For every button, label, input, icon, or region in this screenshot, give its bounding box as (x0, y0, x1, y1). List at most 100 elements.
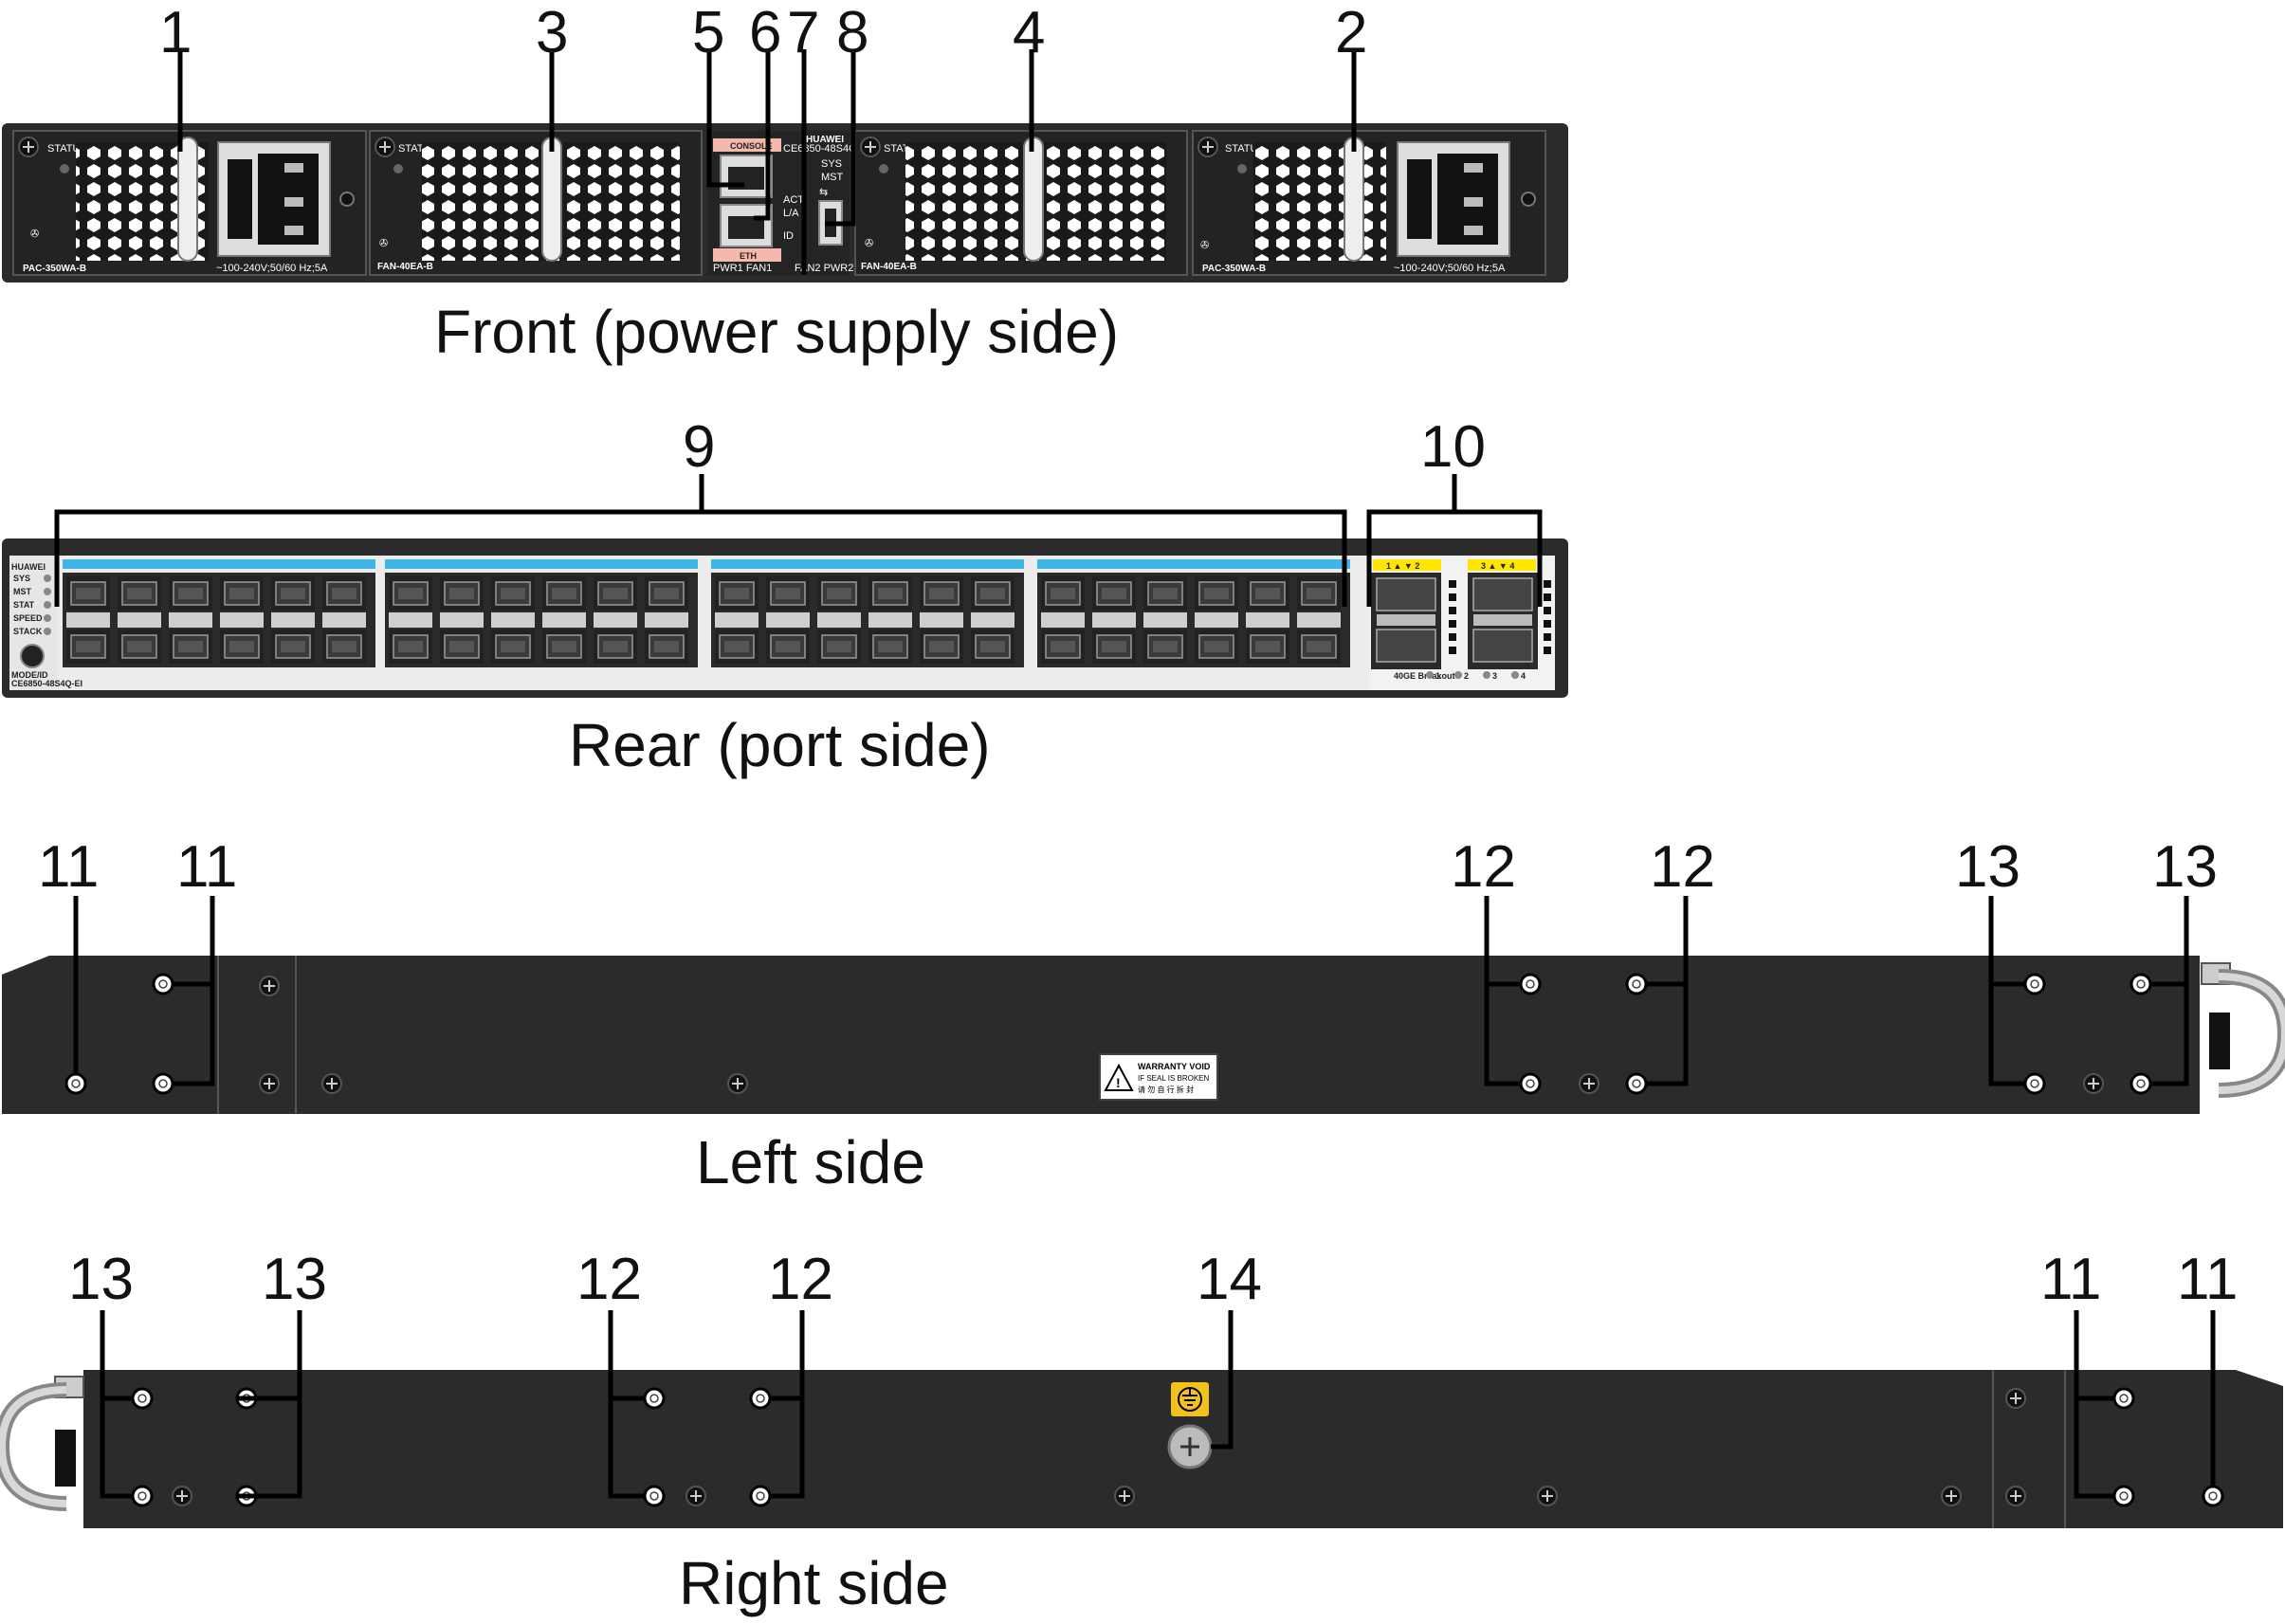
sfp-port-12[interactable] (321, 629, 367, 665)
sfp-port-11[interactable] (321, 575, 367, 611)
sfp-port-34[interactable] (919, 629, 964, 665)
mount-hole-12b-bottom (1625, 1072, 1648, 1095)
psu2-handle[interactable] (1344, 137, 1364, 262)
fan4-handle[interactable] (1023, 137, 1044, 262)
sfp-port-46[interactable] (1245, 629, 1290, 665)
sfp-port-9[interactable] (270, 575, 316, 611)
breakout-num-1: 1 (1435, 671, 1440, 681)
screw-icon (1114, 1486, 1135, 1506)
sfp-port-29[interactable] (816, 575, 862, 611)
sfp-port-6[interactable] (168, 629, 213, 665)
mode-id-label: MODE/ID (11, 670, 48, 680)
sfp-port-5[interactable] (168, 575, 213, 611)
sfp-port-21[interactable] (593, 575, 638, 611)
callout-12: 12 (1451, 834, 1516, 900)
fan3-model-label: FAN-40EA-B (377, 262, 433, 272)
sfp-port-4[interactable] (117, 629, 162, 665)
qsfp-port-4[interactable] (1472, 629, 1533, 663)
mst-led-label: MST (821, 172, 844, 183)
sfp-port-24[interactable] (644, 629, 689, 665)
callout-11: 11 (2040, 1247, 2101, 1312)
sfp-port-7[interactable] (219, 575, 265, 611)
sfp-port-2[interactable] (65, 629, 111, 665)
left-side-view: ! WARRANTY VOID IF SEAL IS BROKEN 请 勿 自 … (2, 834, 2285, 1196)
sfp-port-48[interactable] (1296, 629, 1342, 665)
port-link-led-strip (594, 612, 637, 628)
sfp-port-30[interactable] (816, 629, 862, 665)
sfp-port-45[interactable] (1245, 575, 1290, 611)
qsfp-header-left (1373, 559, 1441, 571)
power-supply-1: STATUS ✇ PAC-350WA-B ~100-240V;50/60 Hz;… (12, 130, 367, 276)
mount-hole-13b-bottom (2130, 1072, 2152, 1095)
brand-label: HUAWEI (806, 135, 844, 145)
sfp-port-18[interactable] (490, 629, 536, 665)
mount-hole-12b-bottom (749, 1485, 772, 1507)
sfp-port-39[interactable] (1091, 575, 1137, 611)
sfp-port-8[interactable] (219, 629, 265, 665)
sfp-port-19[interactable] (541, 575, 587, 611)
sfp-port-10[interactable] (270, 629, 316, 665)
sfp-port-25[interactable] (714, 575, 759, 611)
sfp-port-47[interactable] (1296, 575, 1342, 611)
psu2-rating-label: ~100-240V;50/60 Hz;5A (1394, 263, 1506, 274)
sfp-port-35[interactable] (970, 575, 1015, 611)
fan4-model-label: FAN-40EA-B (861, 262, 917, 272)
screw-icon (1579, 1073, 1600, 1094)
sfp-port-22[interactable] (593, 629, 638, 665)
la-label: L/A (783, 208, 799, 219)
qsfp-port-2[interactable] (1376, 629, 1436, 663)
rear-led-speed (44, 614, 51, 622)
sfp-port-40[interactable] (1091, 629, 1137, 665)
sfp-port-31[interactable] (868, 575, 913, 611)
captive-screw-icon (860, 137, 881, 157)
sfp-port-15[interactable] (439, 575, 484, 611)
mount-hole-13a-bottom (2023, 1072, 2046, 1095)
qsfp-port-3[interactable] (1472, 577, 1533, 611)
rear-led-mst (44, 588, 51, 595)
sfp-port-43[interactable] (1194, 575, 1239, 611)
breakout-led-3 (1483, 671, 1490, 679)
fan4-status-led (879, 164, 888, 173)
callout-13: 13 (2152, 834, 2218, 900)
sfp-port-37[interactable] (1040, 575, 1086, 611)
psu1-power-switch[interactable] (228, 159, 252, 239)
mode-id-button[interactable] (20, 644, 45, 668)
qsfp-port-1[interactable] (1376, 577, 1436, 611)
sfp-port-38[interactable] (1040, 629, 1086, 665)
sfp-port-3[interactable] (117, 575, 162, 611)
psu1-handle[interactable] (177, 137, 198, 262)
sfp-port-14[interactable] (388, 629, 433, 665)
qsfp-header-right-label: 3 ▲ ▼ 4 (1481, 561, 1514, 571)
sfp-port-23[interactable] (644, 575, 689, 611)
sfp-port-28[interactable] (765, 629, 811, 665)
qsfp-led (1449, 620, 1456, 628)
caption-right: Right side (679, 1549, 949, 1617)
sfp-port-33[interactable] (919, 575, 964, 611)
callout-12: 12 (576, 1247, 642, 1312)
mount-hole-12a-top (1519, 973, 1542, 995)
captive-screw-icon (18, 137, 39, 157)
port-link-led-strip (766, 612, 810, 628)
port-link-led-strip (322, 612, 366, 628)
fan3-handle[interactable] (541, 137, 562, 262)
psu2-power-switch[interactable] (1407, 159, 1432, 239)
sfp-port-27[interactable] (765, 575, 811, 611)
sfp-port-44[interactable] (1194, 629, 1239, 665)
sfp-port-32[interactable] (868, 629, 913, 665)
front-view: STATUS ✇ PAC-350WA-B ~100-240V;50/60 Hz;… (2, 0, 1568, 366)
sfp-port-1[interactable] (65, 575, 111, 611)
port-link-led-strip (1143, 612, 1187, 628)
port-link-led-strip (645, 612, 688, 628)
port-link-led-strip (920, 612, 963, 628)
sfp-port-26[interactable] (714, 629, 759, 665)
sfp-port-20[interactable] (541, 629, 587, 665)
sfp-port-17[interactable] (490, 575, 536, 611)
sfp-port-16[interactable] (439, 629, 484, 665)
sfp-port-13[interactable] (388, 575, 433, 611)
sfp-port-42[interactable] (1142, 629, 1188, 665)
sfp-port-36[interactable] (970, 629, 1015, 665)
callout-13: 13 (1955, 834, 2020, 900)
breakout-led-2 (1454, 671, 1462, 679)
sys-led-label: SYS (821, 158, 842, 170)
sfp-port-41[interactable] (1142, 575, 1188, 611)
